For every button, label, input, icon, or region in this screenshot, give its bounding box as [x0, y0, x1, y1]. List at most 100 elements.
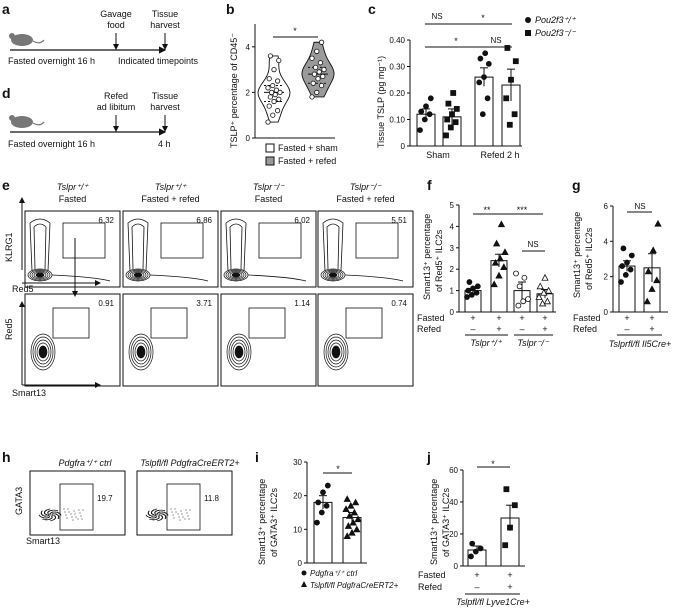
h-event-dot	[80, 515, 82, 517]
g-point	[627, 266, 634, 273]
h-event-dot	[150, 515, 152, 517]
h-event-dot	[74, 513, 76, 515]
h-event-dot	[165, 512, 167, 514]
e-top-ylabel: KLRG1	[4, 232, 14, 262]
h-event-dot	[42, 517, 44, 519]
c-point	[418, 108, 425, 115]
f-tick-label: 3	[450, 244, 455, 253]
g-tick-label: 6	[604, 202, 609, 211]
h-event-dot	[160, 518, 163, 520]
c-ylabel: Tissue TSLP (pg mg⁻¹)	[376, 56, 386, 148]
g-point	[622, 271, 629, 278]
i-ylabel-2: of GATA3⁺ ILC2s	[269, 488, 279, 557]
j-ylabel-2: of GATA3⁺ ILC2s	[441, 488, 451, 557]
h-event-dot	[52, 513, 54, 515]
f-point	[521, 274, 528, 281]
h-event-dot	[159, 511, 161, 513]
h-event-dot	[48, 510, 50, 512]
g-point	[654, 219, 662, 227]
h-event-dot	[46, 519, 48, 521]
e-genotype-header: Tslpr⁺/⁺	[155, 182, 187, 192]
j-fasted-sign-2: +	[507, 570, 512, 580]
h-event-dot	[48, 518, 50, 521]
j-genotype: Tslpfl/fl Lyve1Cre+	[456, 597, 530, 607]
f-point	[473, 289, 480, 296]
c-point	[503, 95, 510, 102]
h-event-dot	[65, 514, 67, 516]
h-event-dot	[186, 512, 188, 514]
e-contour	[29, 218, 51, 272]
h-event-dot	[46, 515, 49, 517]
i-legend-swatch-ctrl	[301, 570, 307, 576]
c-group-sham: Sham	[426, 150, 450, 160]
h-event-dot	[81, 518, 83, 520]
panel-label-f: f	[427, 177, 432, 193]
f-fasted-sign-2: +	[496, 313, 501, 323]
j-fasted-sign-1: +	[474, 570, 479, 580]
h-event-dot	[152, 509, 155, 511]
e-contour-2	[34, 339, 52, 365]
c-point	[444, 116, 451, 123]
h-event-dot	[172, 514, 174, 516]
g-tick-label: 4	[604, 237, 609, 246]
h-event-dot	[44, 511, 46, 513]
h-event-dot	[44, 512, 46, 514]
h-event-dot	[66, 517, 68, 519]
h-event-dot	[43, 519, 45, 521]
b-point	[272, 92, 278, 98]
g-fasted-row: Fasted	[573, 313, 601, 323]
g-sig: NS	[634, 202, 645, 211]
h-event-dot	[47, 519, 49, 521]
h-event-dot	[54, 516, 56, 518]
g-ylabel-1: Smart13⁺ percentage	[572, 212, 582, 298]
e-bottom-plot-frame	[122, 293, 219, 387]
h-event-dot	[178, 516, 180, 518]
h-event-dot	[82, 509, 84, 511]
e-contour-2	[234, 345, 244, 359]
refed-label: Refed	[104, 91, 128, 101]
mouse-icon	[9, 115, 45, 128]
b-point	[266, 76, 272, 82]
c-point	[477, 55, 484, 62]
i-point	[351, 498, 360, 506]
g-point	[643, 297, 651, 305]
h-event-dot	[72, 519, 74, 521]
c-point	[511, 111, 518, 118]
h-event-dot	[159, 513, 161, 515]
h-event-dot	[52, 511, 54, 513]
g-genotype: Tslprfl/fl Il5Cre+	[609, 339, 671, 349]
h-event-dot	[148, 510, 150, 512]
f-ylabel-1: Smart13⁺ percentage	[422, 214, 432, 300]
f-tick-label: 0	[450, 308, 455, 317]
g-point	[644, 267, 653, 275]
h-event-dot	[50, 510, 52, 512]
e-top-gate-value: 6.02	[294, 216, 310, 225]
b-point	[270, 82, 276, 89]
g-point	[653, 276, 661, 284]
h-event-dot	[159, 519, 161, 521]
f-point	[496, 254, 504, 262]
i-point	[354, 515, 362, 523]
f-tick-label: 2	[450, 265, 455, 274]
j-point	[502, 542, 509, 549]
c-tick-label: 0.20	[389, 89, 405, 98]
e-contour	[127, 218, 149, 272]
f-point	[466, 279, 473, 285]
panel-label-g: g	[572, 177, 581, 193]
h-event-dot	[68, 511, 70, 513]
c-point	[482, 50, 489, 57]
b-legend-swatch-sham	[265, 143, 275, 153]
h-event-dot	[48, 516, 50, 518]
i-point	[350, 508, 359, 516]
e-contour-tail	[51, 274, 111, 282]
f-point	[501, 248, 509, 255]
h-event-dot	[41, 516, 43, 518]
h-event-dot	[153, 514, 155, 516]
c-point	[449, 111, 455, 118]
f-point	[544, 286, 553, 294]
h-event-dot	[161, 511, 163, 513]
b-legend-swatch-refed	[265, 156, 275, 166]
h-event-dot	[49, 514, 51, 516]
b-point	[271, 98, 277, 105]
